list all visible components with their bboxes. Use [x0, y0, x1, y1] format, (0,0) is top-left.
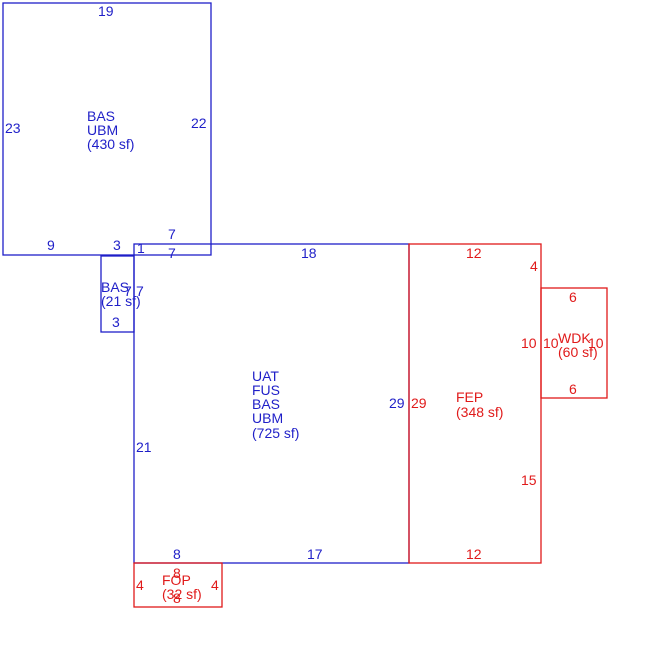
- dim-upper-bottom-right: 7: [168, 226, 176, 242]
- upper-bas-label-1: BAS: [87, 108, 115, 124]
- dim-fep-bottom: 12: [466, 546, 482, 562]
- upper-bas-area: (430 sf): [87, 136, 134, 152]
- dim-small-bottom: 3: [112, 314, 120, 330]
- fep-area: (348 sf): [456, 404, 503, 420]
- dim-wdk-left: 10: [543, 335, 559, 351]
- dim-upper-bottom-left: 9: [47, 237, 55, 253]
- fep-label: FEP: [456, 389, 483, 405]
- fop-area: (32 sf): [162, 586, 202, 602]
- wdk-label: WDK: [558, 330, 591, 346]
- fop-outline: [133, 562, 223, 608]
- dim-small-left: 7: [124, 283, 132, 299]
- dim-fop-right: 4: [211, 577, 219, 593]
- dim-main-bottom: 17: [307, 546, 323, 562]
- dim-main-bottom-left: 8: [173, 546, 181, 562]
- small-bas-area: (21 sf): [101, 293, 141, 309]
- dim-main-top: 18: [301, 245, 317, 261]
- dim-fop-left: 4: [136, 577, 144, 593]
- dim-main-right: 29: [389, 395, 405, 411]
- fep-outline: [408, 243, 542, 564]
- small-bas-label: BAS: [101, 279, 129, 295]
- dim-fop-top: 8: [173, 565, 181, 581]
- dim-fep-right-lower: 15: [521, 472, 537, 488]
- dim-main-top-left: 7: [168, 245, 176, 261]
- dim-upper-left: 23: [5, 120, 21, 136]
- wdk-outline: [540, 287, 608, 399]
- dim-wdk-bottom: 6: [569, 381, 577, 397]
- main-label-1: UAT: [252, 368, 279, 384]
- dim-upper-bottom-small: 1: [137, 240, 145, 256]
- fop-label: FOP: [162, 572, 191, 588]
- main-label-4: UBM: [252, 410, 283, 426]
- dim-upper-top: 19: [98, 3, 114, 19]
- dim-fop-bottom: 8: [173, 590, 181, 606]
- dim-fep-left: 29: [411, 395, 427, 411]
- main-label-2: FUS: [252, 382, 280, 398]
- dim-upper-right: 22: [191, 115, 207, 131]
- dim-fep-right-mid: 10: [521, 335, 537, 351]
- dim-main-left: 21: [136, 439, 152, 455]
- wdk-area: (60 sf): [558, 344, 598, 360]
- dim-fep-right-upper: 4: [530, 258, 538, 274]
- dim-wdk-right: 10: [588, 335, 604, 351]
- dim-small-right: 7: [136, 283, 144, 299]
- main-area: (725 sf): [252, 425, 299, 441]
- dim-fep-top: 12: [466, 245, 482, 261]
- upper-bas-outline: [2, 2, 212, 256]
- dim-upper-bottom-mid: 3: [113, 237, 121, 253]
- dim-wdk-top: 6: [569, 289, 577, 305]
- main-label-3: BAS: [252, 396, 280, 412]
- upper-bas-label-2: UBM: [87, 122, 118, 138]
